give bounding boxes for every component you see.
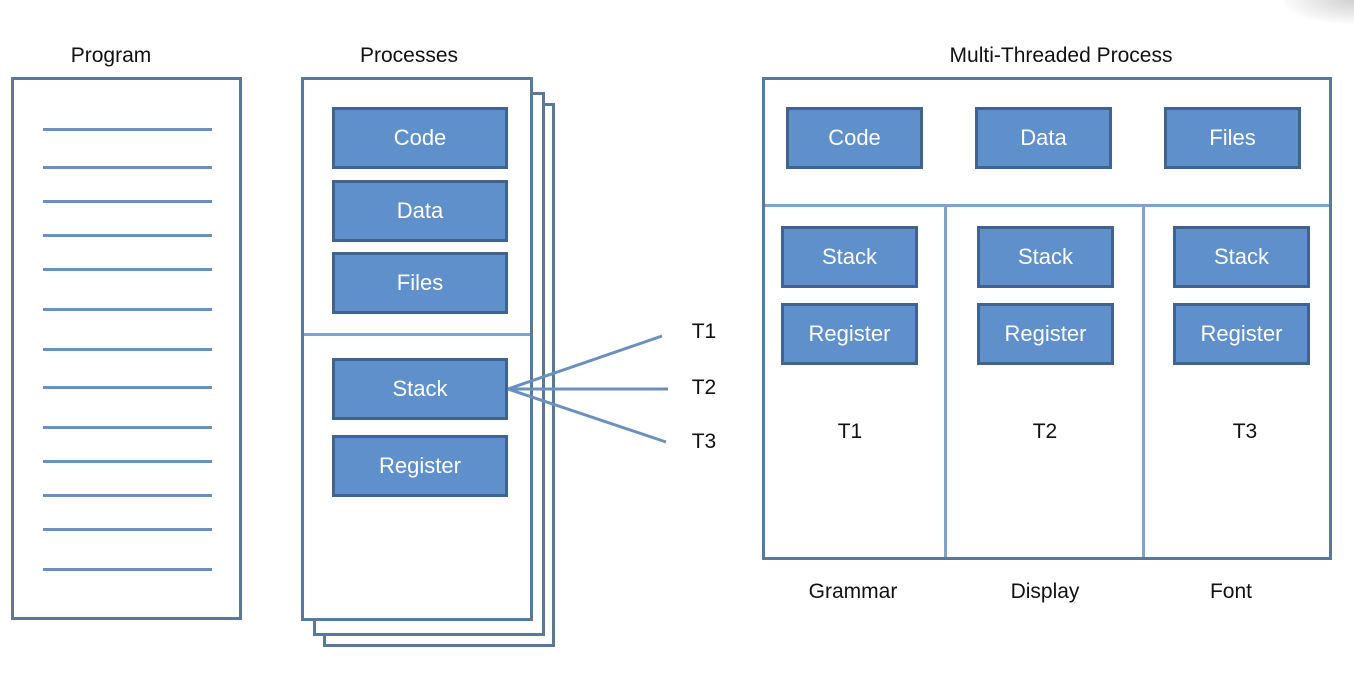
thread3-register-block: Register xyxy=(1173,303,1310,365)
thread3-name: Font xyxy=(1209,580,1253,603)
thread1-register-block: Register xyxy=(781,303,918,365)
program-line xyxy=(43,386,212,389)
program-title: Program xyxy=(70,44,152,67)
thread-divider-1 xyxy=(944,204,947,557)
program-line xyxy=(43,460,212,463)
multi-threaded-title: Multi-Threaded Process xyxy=(949,44,1173,67)
program-line xyxy=(43,128,212,131)
program-line xyxy=(43,268,212,271)
fan-label-t3: T3 xyxy=(691,430,717,453)
fan-line-t1 xyxy=(507,334,663,391)
thread1-label: T1 xyxy=(837,420,863,443)
thread2-register-block: Register xyxy=(977,303,1114,365)
process-files-block: Files xyxy=(332,252,508,314)
program-line xyxy=(43,568,212,571)
thread1-name: Grammar xyxy=(808,580,898,603)
program-line xyxy=(43,426,212,429)
program-line xyxy=(43,528,212,531)
program-line xyxy=(43,166,212,169)
thread3-stack-block: Stack xyxy=(1173,226,1310,288)
program-line xyxy=(43,308,212,311)
corner-shadow xyxy=(1284,0,1354,24)
thread2-name: Display xyxy=(1010,580,1080,603)
program-line xyxy=(43,200,212,203)
fan-label-t2: T2 xyxy=(691,376,717,399)
process-divider xyxy=(304,333,530,336)
shared-data-block: Data xyxy=(975,107,1112,169)
program-box xyxy=(11,77,242,620)
fan-label-t1: T1 xyxy=(691,320,717,343)
shared-files-block: Files xyxy=(1164,107,1301,169)
program-line xyxy=(43,494,212,497)
fan-line-t3 xyxy=(507,387,667,444)
process-register-block: Register xyxy=(332,435,508,497)
processes-title: Processes xyxy=(359,44,459,67)
thread2-stack-block: Stack xyxy=(977,226,1114,288)
process-stack-block: Stack xyxy=(332,358,508,420)
thread-divider-2 xyxy=(1142,204,1145,557)
thread2-label: T2 xyxy=(1032,420,1058,443)
program-line xyxy=(43,348,212,351)
process-data-block: Data xyxy=(332,180,508,242)
process-code-block: Code xyxy=(332,107,508,169)
thread1-stack-block: Stack xyxy=(781,226,918,288)
thread3-label: T3 xyxy=(1232,420,1258,443)
program-line xyxy=(43,234,212,237)
shared-code-block: Code xyxy=(786,107,923,169)
shared-divider xyxy=(765,204,1329,207)
